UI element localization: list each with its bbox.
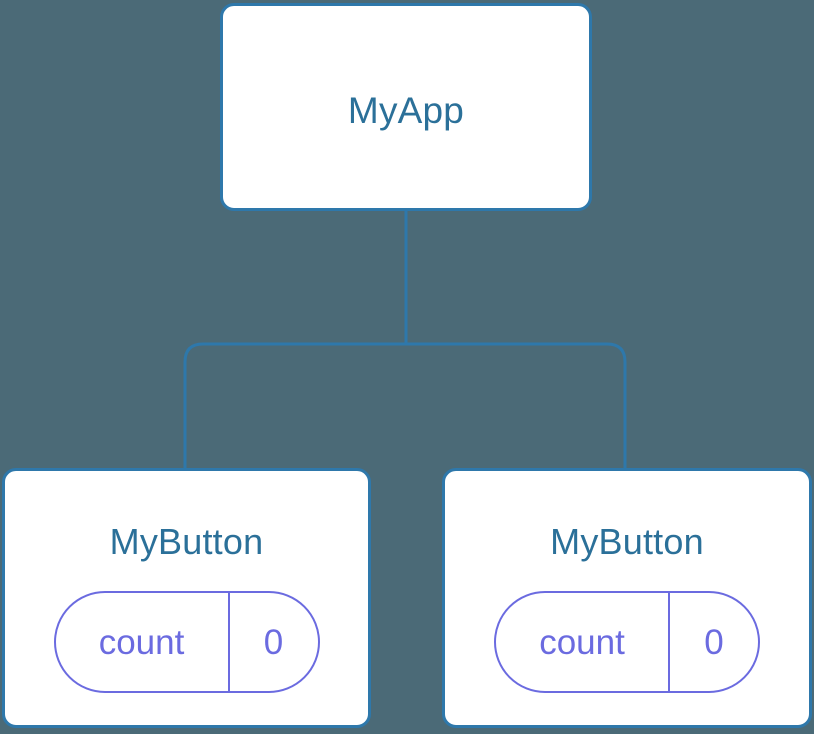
node-child-mybutton-right[interactable]: MyButton count 0 (442, 468, 812, 728)
node-root-myapp[interactable]: MyApp (220, 3, 592, 211)
state-value-cell: 0 (670, 593, 758, 691)
node-child-mybutton-left[interactable]: MyButton count 0 (2, 468, 371, 728)
state-pill[interactable]: count 0 (53, 591, 320, 693)
state-key-cell: count (496, 593, 670, 691)
state-value-cell: 0 (230, 593, 318, 691)
node-child-label: MyButton (550, 521, 704, 562)
node-child-label: MyButton (109, 521, 264, 562)
connector-edge-left (183, 342, 406, 470)
state-key-label: count (98, 622, 185, 662)
state-key-cell: count (56, 593, 230, 691)
state-value-label: 0 (263, 622, 284, 662)
state-key-label: count (539, 622, 625, 662)
state-value-label: 0 (704, 622, 724, 662)
connector-edge-right (406, 342, 627, 470)
node-root-label: MyApp (347, 90, 465, 131)
state-pill[interactable]: count 0 (494, 591, 760, 693)
